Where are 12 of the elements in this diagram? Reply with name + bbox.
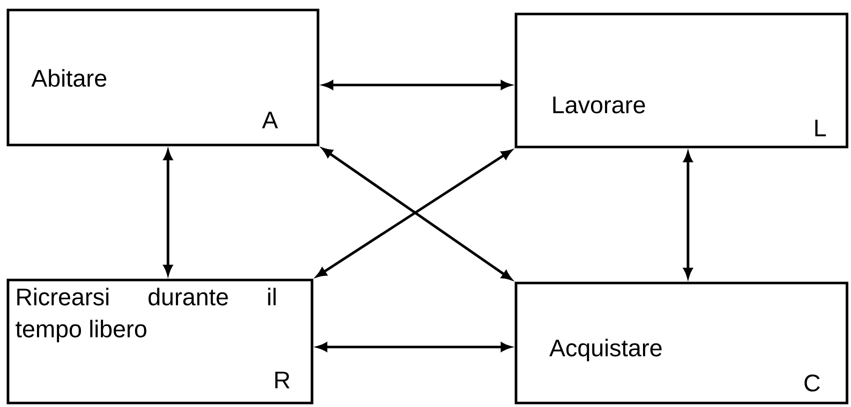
box (514, 282, 848, 404)
box-letter: A (262, 112, 278, 128)
box (514, 12, 848, 148)
box-letter: L (815, 120, 826, 136)
box-label: Lavorare (553, 96, 645, 114)
box-letter: C (804, 374, 820, 392)
box-letter: R (275, 372, 290, 388)
box (6, 8, 320, 146)
box (6, 278, 314, 404)
box-label: Ricrearsi durante il tempo libero (16, 288, 276, 342)
box-label: Abitare (31, 69, 106, 87)
box-label: Acquistare (549, 338, 662, 362)
